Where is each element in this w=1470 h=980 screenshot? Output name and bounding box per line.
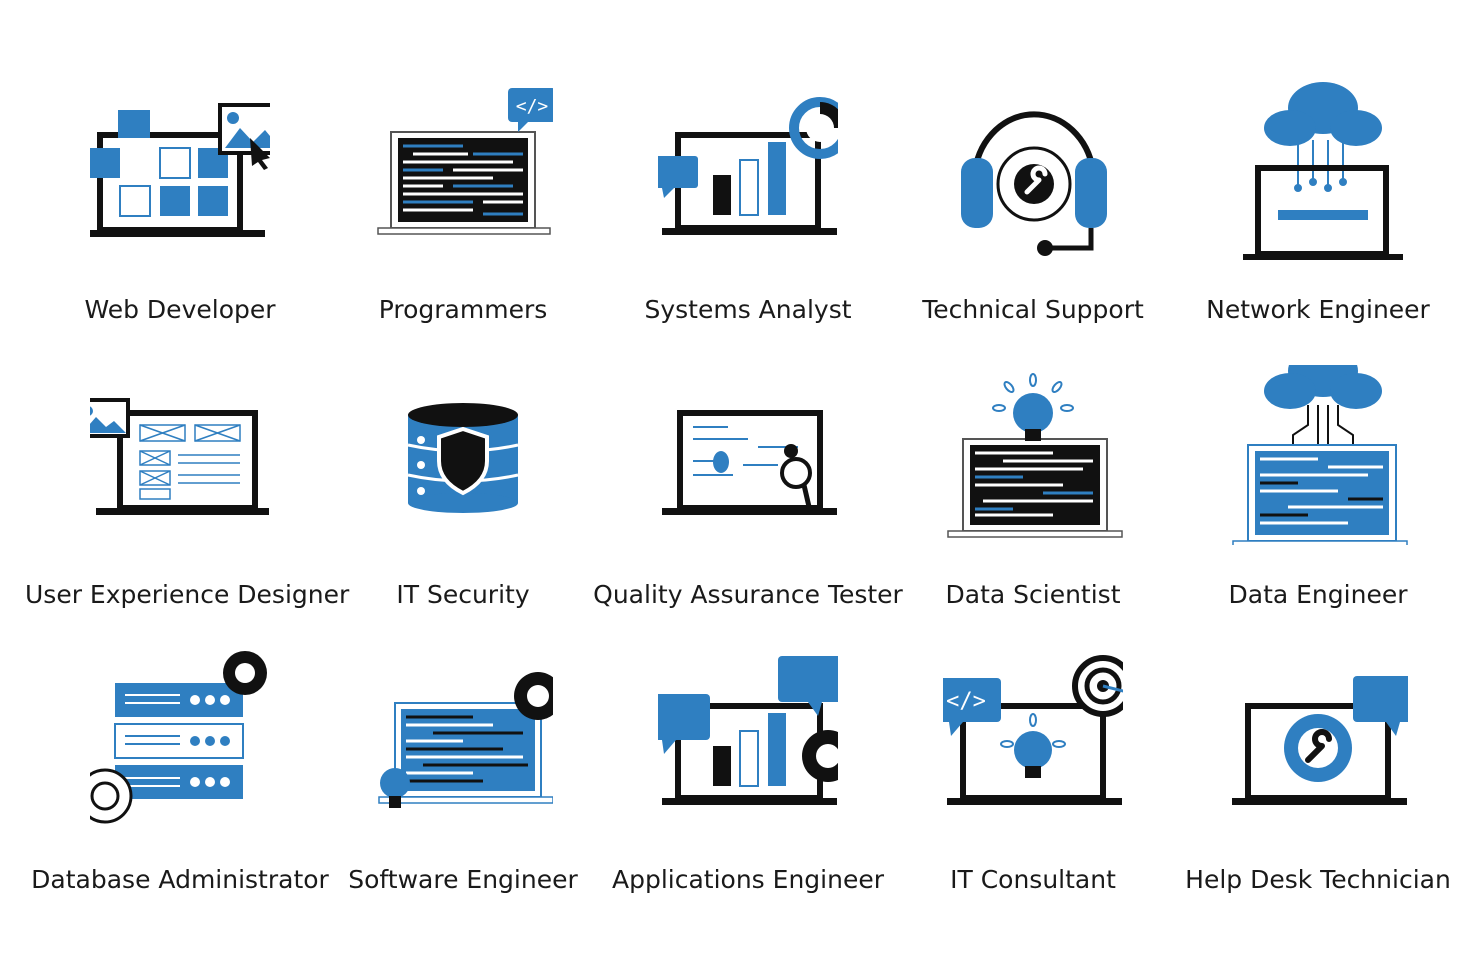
systems-analyst-icon — [658, 97, 838, 235]
tile-label: Systems Analyst — [644, 295, 852, 324]
network-engineer-icon — [1243, 82, 1403, 260]
svg-text:</>: </> — [946, 689, 986, 714]
tile-label: Web Developer — [84, 295, 276, 324]
technical-support-icon — [961, 111, 1107, 256]
tile-label: Data Scientist — [945, 580, 1121, 609]
help-desk-technician-icon — [1232, 676, 1408, 805]
it-security-icon — [407, 403, 519, 513]
tile-label: Technical Support — [922, 295, 1144, 324]
tile-it-consultant: </> IT Consultant — [888, 648, 1178, 928]
data-engineer-icon — [1232, 365, 1408, 545]
tile-label: Data Engineer — [1228, 580, 1408, 609]
tile-database-administrator: Database Administrator — [31, 648, 329, 928]
tile-label: Programmers — [378, 295, 548, 324]
tile-qa-tester: Quality Assurance Tester — [593, 365, 903, 645]
tile-systems-analyst: Systems Analyst — [603, 80, 893, 360]
tile-it-security: IT Security — [318, 365, 608, 645]
tile-label: Network Engineer — [1206, 295, 1430, 324]
web-developer-icon — [90, 103, 270, 237]
tile-data-engineer: Data Engineer — [1173, 365, 1463, 645]
tile-label: User Experience Designer — [25, 580, 350, 609]
tile-label: IT Consultant — [950, 865, 1116, 894]
tile-label: Software Engineer — [348, 865, 578, 894]
tile-programmers: </> Programmers — [318, 80, 608, 360]
tile-label: Help Desk Technician — [1185, 865, 1451, 894]
applications-engineer-icon — [658, 656, 838, 805]
tile-network-engineer: Network Engineer — [1173, 80, 1463, 360]
tile-label: Applications Engineer — [612, 865, 884, 894]
tile-help-desk-technician: Help Desk Technician — [1173, 648, 1463, 928]
database-administrator-icon — [90, 651, 267, 824]
programmers-icon: </> — [377, 88, 553, 235]
tile-data-scientist: Data Scientist — [888, 365, 1178, 645]
ux-designer-icon — [90, 398, 269, 515]
qa-tester-icon — [662, 410, 837, 515]
tile-ux-designer: User Experience Designer — [25, 365, 349, 645]
tile-label: Quality Assurance Tester — [593, 580, 903, 609]
svg-text:</>: </> — [516, 96, 549, 117]
data-scientist-icon — [947, 373, 1123, 538]
software-engineer-icon — [378, 672, 553, 808]
tile-applications-engineer: Applications Engineer — [603, 648, 893, 928]
tile-technical-support: Technical Support — [888, 80, 1178, 360]
tile-label: IT Security — [396, 580, 530, 609]
tile-web-developer: Web Developer — [35, 80, 325, 360]
tile-label: Database Administrator — [31, 865, 329, 894]
tile-software-engineer: Software Engineer — [318, 648, 608, 928]
it-consultant-icon: </> — [943, 655, 1123, 805]
